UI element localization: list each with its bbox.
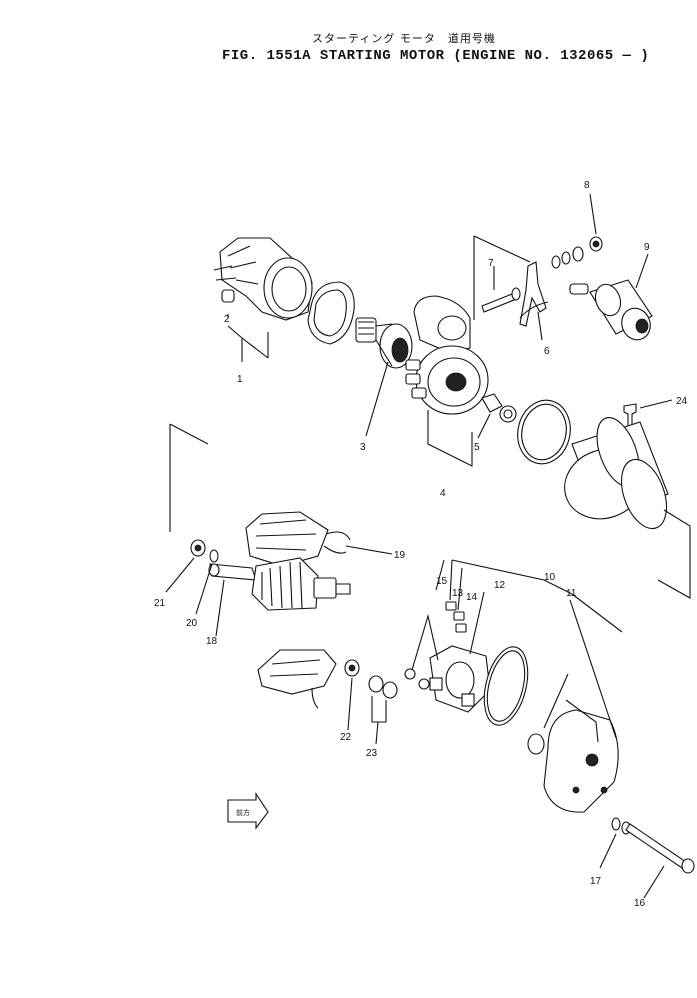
- leader-17: [599, 833, 617, 869]
- part-springs: [404, 668, 430, 690]
- leader-9: [635, 253, 649, 289]
- part-brushes: [445, 601, 467, 633]
- part-washers: [551, 236, 603, 269]
- part-gear-housing: [405, 295, 489, 415]
- callout-11: 11: [566, 588, 577, 599]
- callout-2: 2: [224, 314, 230, 325]
- callout-23: 23: [366, 748, 378, 759]
- title-japanese: スターティング モータ 道用号機: [312, 32, 496, 45]
- leader-23: [371, 696, 387, 745]
- callout-13: 13: [452, 588, 464, 599]
- leader-19: [345, 545, 393, 555]
- leader-20: [195, 563, 213, 615]
- leader-brush-group: [411, 559, 485, 671]
- part-field-coil-lower: [257, 649, 337, 709]
- part-gasket: [307, 281, 355, 345]
- callout-9: 9: [644, 242, 650, 253]
- callout-1: 1: [237, 374, 243, 385]
- leader-11: [543, 599, 617, 739]
- callout-6: 6: [544, 346, 550, 357]
- part-brush-holder: [429, 645, 491, 713]
- callout-10: 10: [544, 572, 556, 583]
- leader-24: [639, 399, 673, 409]
- part-bushing: [481, 393, 517, 423]
- callout-8: 8: [584, 180, 590, 191]
- part-pin: [221, 289, 235, 303]
- callout-14: 14: [466, 592, 478, 603]
- callout-19: 19: [394, 550, 406, 561]
- front-label: 前方: [236, 808, 250, 817]
- callout-4: 4: [440, 488, 446, 499]
- callout-15: 15: [436, 576, 448, 587]
- part-solenoid-switch: [569, 279, 653, 341]
- part-armature: [208, 557, 351, 611]
- callout-16: 16: [634, 898, 646, 909]
- leader-3: [365, 361, 389, 437]
- callout-18: 18: [206, 636, 218, 647]
- callout-3: 3: [360, 442, 366, 453]
- callout-5: 5: [474, 442, 480, 453]
- callout-21: 21: [154, 598, 166, 609]
- part-washer-17: [611, 817, 631, 835]
- leader-21: [165, 557, 195, 593]
- leader-1: [227, 325, 269, 362]
- part-rear-cover: [527, 699, 619, 813]
- part-washer-23: [368, 675, 398, 699]
- callout-12: 12: [494, 580, 506, 591]
- part-yoke: [564, 417, 669, 530]
- leader-bracket-left: [169, 423, 209, 532]
- callout-20: 20: [186, 618, 198, 629]
- leader-22: [347, 677, 353, 731]
- part-o-ring-small: [483, 646, 529, 726]
- figure-title: FIG. 1551A STARTING MOTOR (ENGINE NO. 13…: [222, 48, 650, 64]
- front-direction-arrow: 前方: [227, 792, 269, 830]
- leader-10: [451, 559, 623, 633]
- leader-yoke: [657, 509, 691, 599]
- callout-labels: 1 2 3 4 5 6 7 8 9 10 11 12 13 14 15 16 1…: [154, 180, 688, 909]
- callout-7: 7: [488, 258, 494, 269]
- leader-6: [473, 235, 543, 341]
- part-washer-21: [190, 539, 206, 557]
- part-bolt-7: [481, 287, 521, 313]
- leader-18: [215, 579, 225, 637]
- part-field-coil-upper: [245, 511, 351, 567]
- leader-16: [643, 865, 665, 899]
- part-washer-22: [344, 659, 360, 677]
- part-o-ring-large: [517, 399, 571, 465]
- callout-22: 22: [340, 732, 352, 743]
- part-shift-lever: [519, 261, 549, 327]
- part-thru-bolt: [625, 823, 695, 874]
- part-pinion-clutch: [355, 317, 413, 369]
- leader-4: [427, 410, 473, 467]
- part-drive-housing: [213, 237, 313, 321]
- callout-17: 17: [590, 876, 602, 887]
- callout-24: 24: [676, 396, 688, 407]
- leader-8: [589, 193, 597, 235]
- leader-5: [477, 413, 491, 439]
- part-washer-20: [209, 549, 219, 563]
